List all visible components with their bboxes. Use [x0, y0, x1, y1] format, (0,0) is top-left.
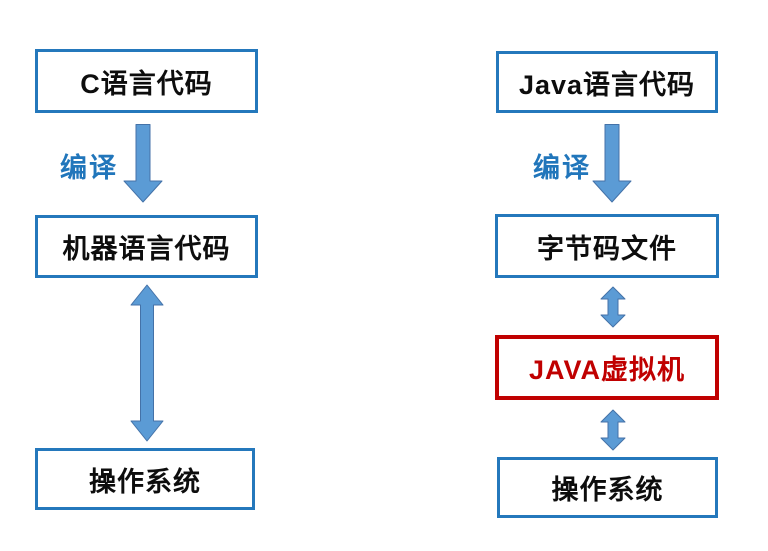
down-arrow-icon: [592, 124, 632, 203]
node-label: Java语言代码: [518, 69, 696, 100]
compile-label: 编译: [533, 153, 591, 183]
node-java-source-code: Java语言代码: [496, 51, 718, 113]
compile-label: 编译: [60, 153, 118, 183]
node-operating-system-left: 操作系统: [35, 448, 255, 510]
node-label: 操作系统: [89, 466, 201, 497]
double-arrow-icon: [130, 284, 164, 442]
node-bytecode-file: 字节码文件: [495, 214, 719, 278]
node-label: 机器语言代码: [62, 234, 231, 264]
node-c-source-code: C语言代码: [35, 49, 258, 113]
node-label: JAVA虚拟机: [528, 355, 685, 385]
node-machine-code: 机器语言代码: [35, 215, 258, 278]
node-label: C语言代码: [80, 68, 213, 99]
node-java-virtual-machine: JAVA虚拟机: [495, 335, 719, 400]
node-label: 字节码文件: [537, 233, 677, 264]
node-operating-system-right: 操作系统: [497, 457, 718, 518]
node-label: 操作系统: [551, 475, 664, 505]
double-arrow-icon: [600, 286, 626, 328]
down-arrow-icon: [123, 124, 163, 203]
double-arrow-icon: [600, 409, 626, 451]
